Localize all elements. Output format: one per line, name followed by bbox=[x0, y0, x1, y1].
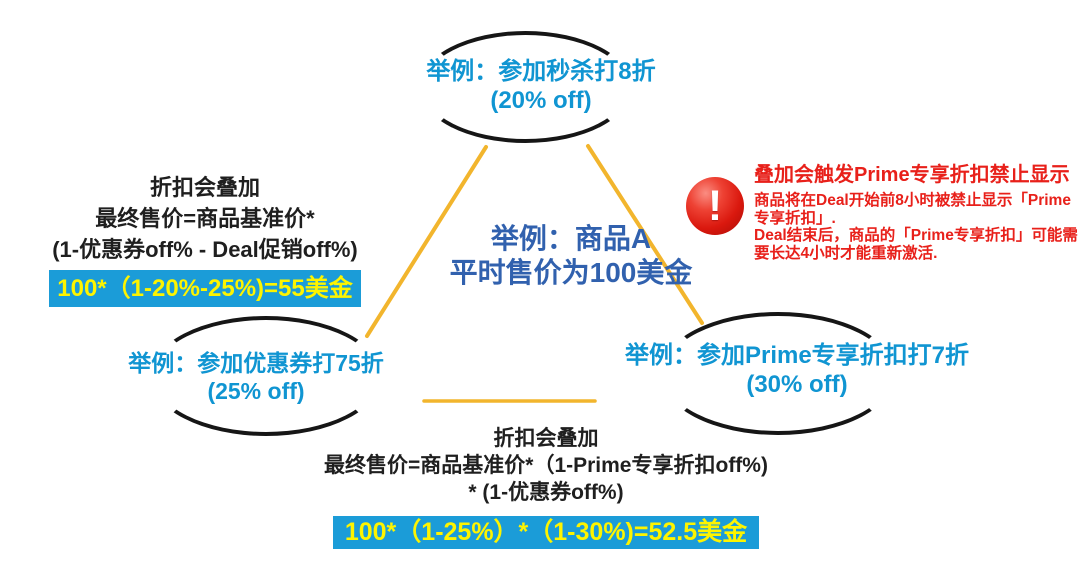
warning-body-line2: Deal结束后，商品的「Prime专享折扣」可能需要长达4小时才能重新激活. bbox=[754, 227, 1078, 262]
flash-deal-title: 举例：参加秒杀打8折 bbox=[426, 58, 656, 85]
prime-coupon-stacking-note: 折扣会叠加 最终售价=商品基准价*（1-Prime专享折扣off%) * (1-… bbox=[230, 425, 862, 549]
coupon-deal-note-line1: 折扣会叠加 bbox=[149, 175, 260, 200]
node-coupon: 举例：参加优惠券打75折 (25% off) bbox=[106, 349, 406, 405]
exclamation-glyph: ! bbox=[707, 181, 723, 230]
product-example-label: 举例：商品A 平时售价为100美金 bbox=[406, 222, 736, 291]
coupon-subtitle: (25% off) bbox=[207, 378, 305, 405]
connector-flashdeal-to-coupon bbox=[365, 145, 488, 338]
node-prime-discount: 举例：参加Prime专享折扣打7折 (30% off) bbox=[612, 341, 982, 400]
prime-coupon-formula: 100*（1-25%）*（1-30%)=52.5美金 bbox=[332, 516, 760, 549]
prime-coupon-note-line2: 最终售价=商品基准价*（1-Prime专享折扣off%) bbox=[324, 454, 768, 477]
exclamation-icon: ! bbox=[686, 177, 744, 235]
coupon-deal-stacking-note: 折扣会叠加 最终售价=商品基准价* (1-优惠券off% - Deal促销off… bbox=[15, 172, 395, 307]
product-example-line2: 平时售价为100美金 bbox=[449, 257, 693, 289]
flash-deal-ellipse bbox=[419, 31, 632, 143]
coupon-deal-note-line2: 最终售价=商品基准价* bbox=[95, 206, 315, 231]
coupon-deal-note-line3: (1-优惠券off% - Deal促销off%) bbox=[52, 237, 358, 262]
prime-discount-subtitle: (30% off) bbox=[746, 371, 848, 399]
prime-discount-ellipse bbox=[660, 312, 896, 435]
prime-coupon-note-line3: * (1-优惠券off%) bbox=[468, 481, 624, 504]
prime-coupon-note-line1: 折扣会叠加 bbox=[493, 427, 599, 450]
coupon-deal-formula: 100*（1-20%-25%)=55美金 bbox=[49, 270, 361, 307]
product-example-line1: 举例：商品A bbox=[490, 223, 652, 254]
prime-discount-title: 举例：参加Prime专享折扣打7折 bbox=[624, 342, 970, 369]
warning-body-line1: 商品将在Deal开始前8小时被禁止显示「Prime专享折扣」. bbox=[754, 192, 1071, 227]
connector-flashdeal-to-prime bbox=[586, 144, 704, 325]
coupon-title: 举例：参加优惠券打75折 bbox=[128, 350, 384, 376]
flash-deal-subtitle: (20% off) bbox=[490, 87, 592, 115]
warning-title: 叠加会触发Prime专享折扣禁止显示 bbox=[754, 164, 1070, 186]
prime-discount-warning-callout: ! 叠加会触发Prime专享折扣禁止显示 商品将在Deal开始前8小时被禁止显示… bbox=[686, 164, 1078, 262]
coupon-ellipse bbox=[150, 316, 382, 436]
node-flash-deal: 举例：参加秒杀打8折 (20% off) bbox=[411, 57, 671, 116]
warning-text-block: 叠加会触发Prime专享折扣禁止显示 商品将在Deal开始前8小时被禁止显示「P… bbox=[754, 164, 1078, 262]
